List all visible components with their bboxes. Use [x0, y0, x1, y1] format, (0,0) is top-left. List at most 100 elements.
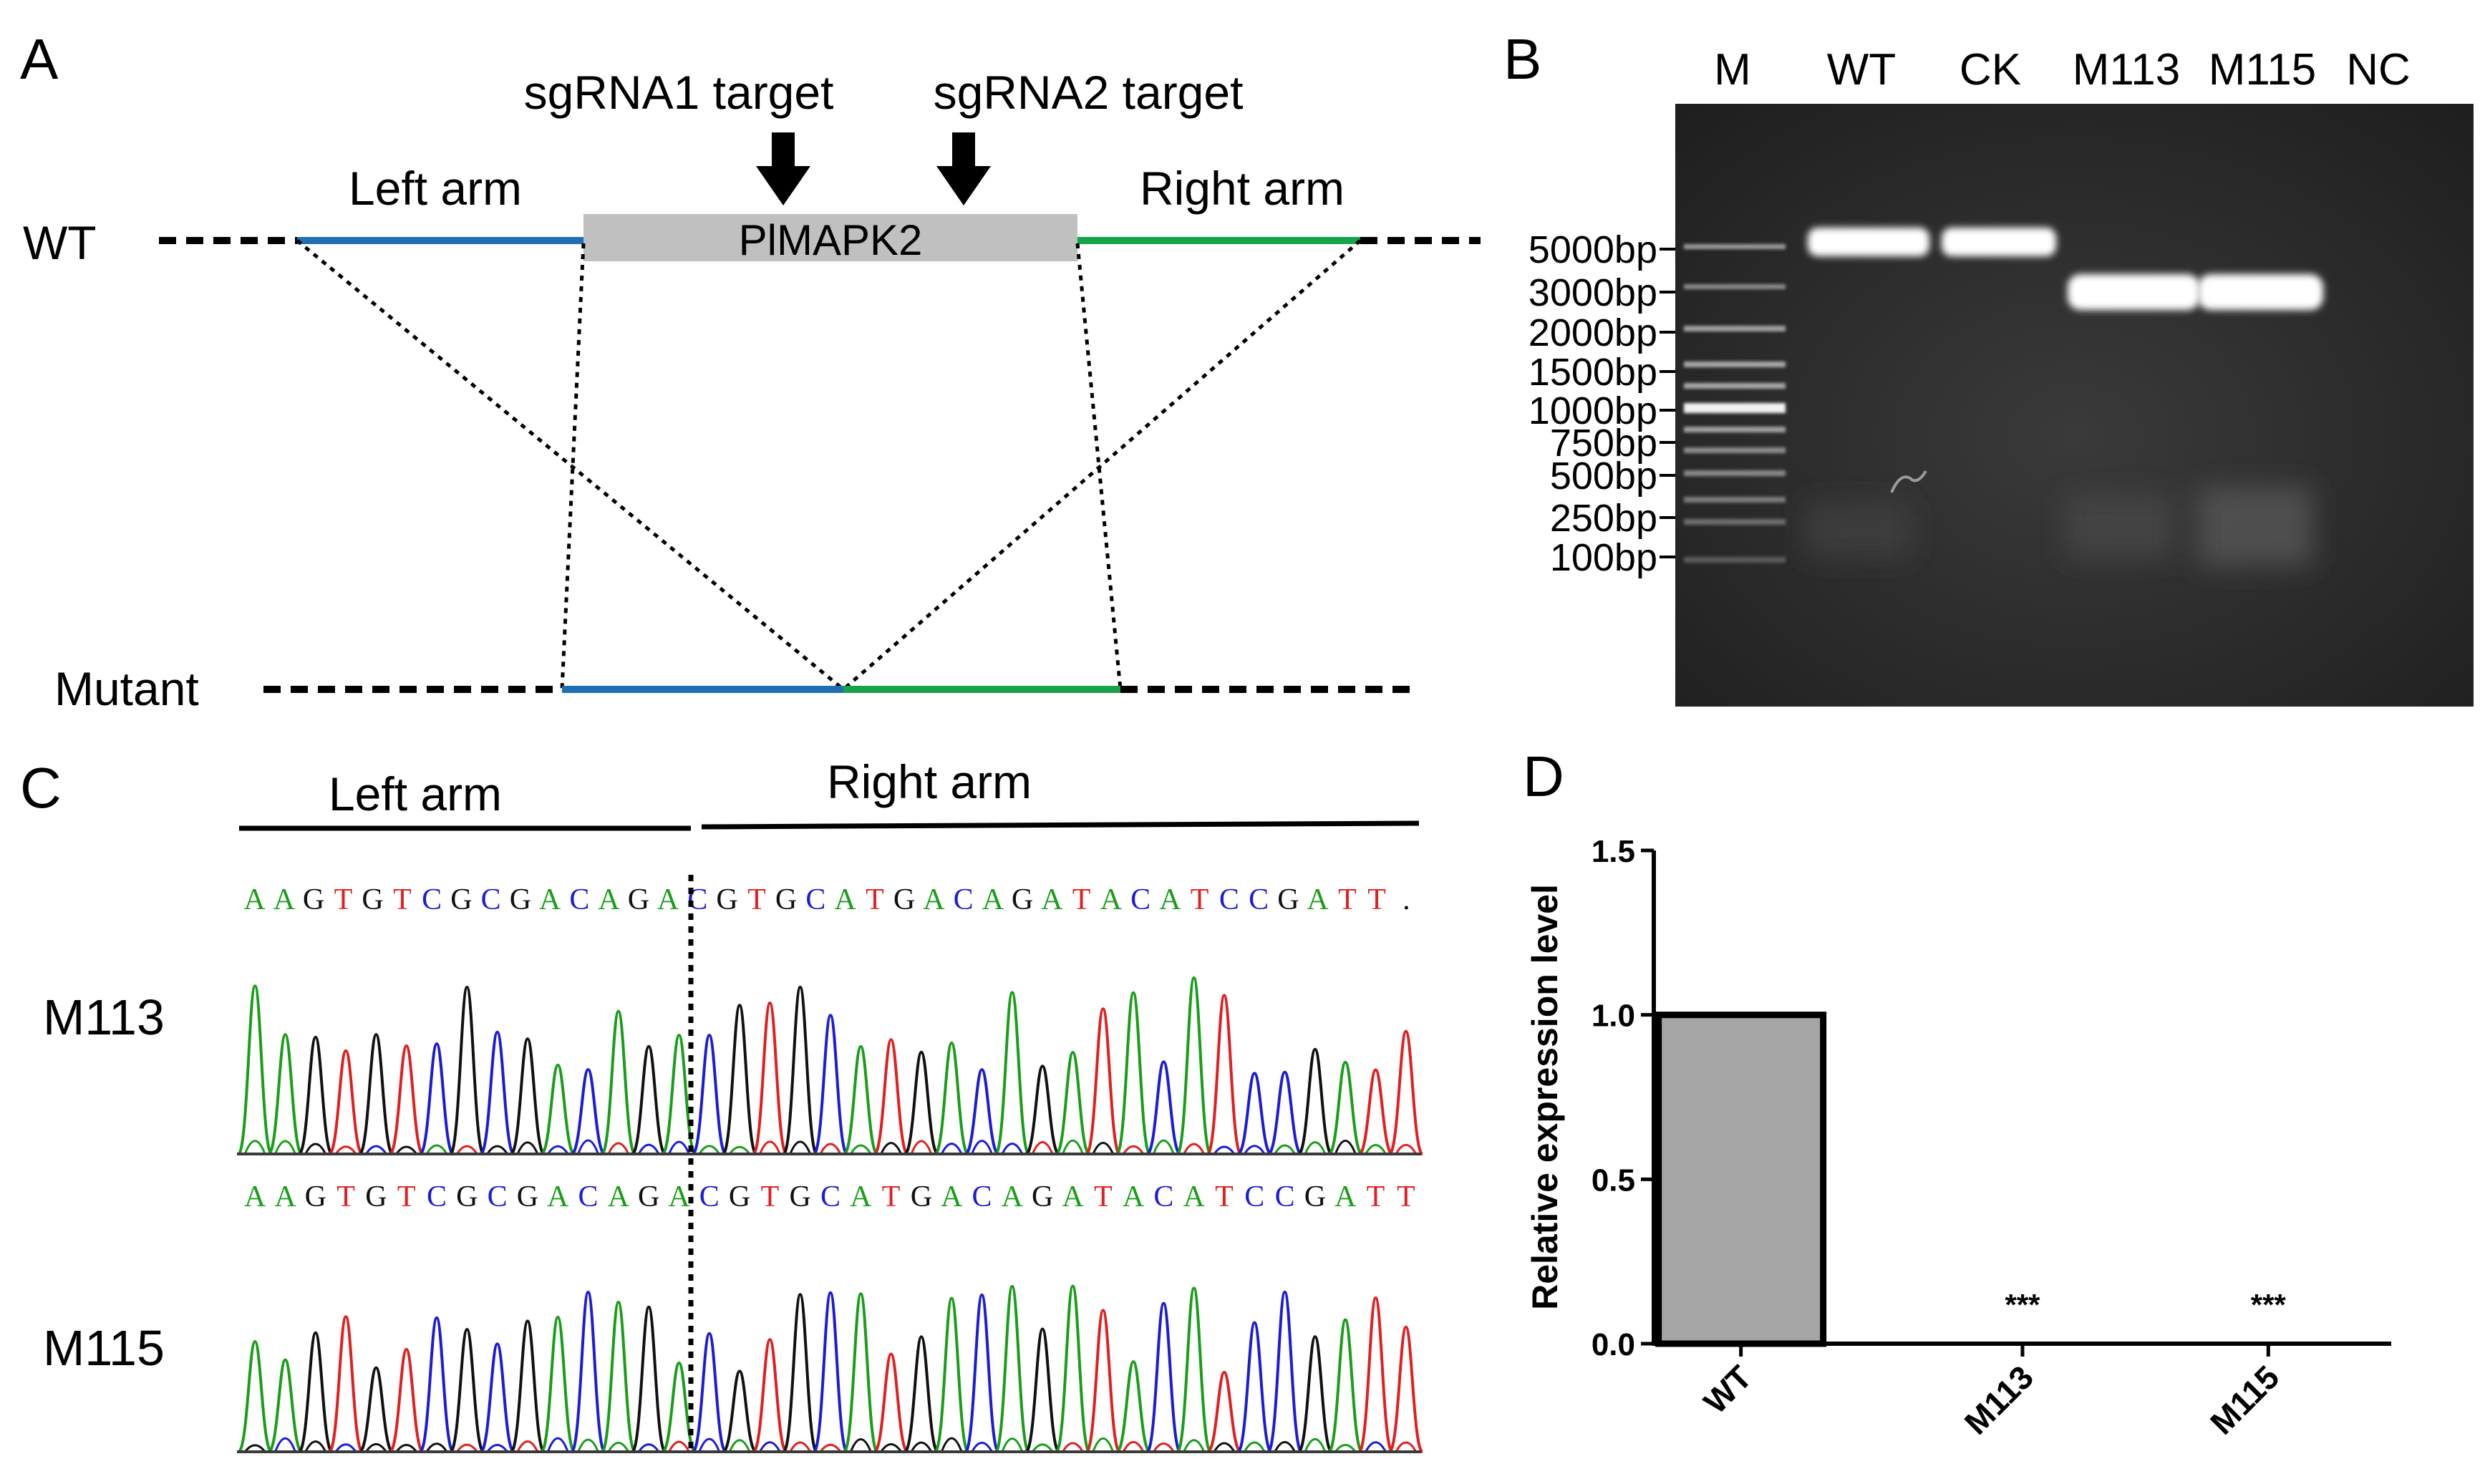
sequence-base: C [481, 883, 501, 916]
panel-a: A WT PlMAPK2 Left arm Right arm sgRNA1 t… [20, 27, 1481, 715]
bar-wt [1655, 1012, 1827, 1347]
trace-peak [1327, 1060, 1364, 1155]
sequence-base: A [923, 883, 945, 916]
y-tick-label: 1.5 [1592, 834, 1635, 869]
mutant-label: Mutant [54, 662, 199, 715]
trace-noise [546, 1437, 569, 1453]
trace-noise [910, 1140, 933, 1155]
trace-peak [570, 1290, 606, 1453]
trace-peak [1206, 1370, 1242, 1453]
y-tick-label: 0.0 [1592, 1327, 1635, 1362]
sequence-base: C [1244, 1180, 1264, 1213]
sequence-base: G [729, 1180, 750, 1213]
recombination-lines [296, 239, 1362, 691]
trace-noise [365, 1145, 387, 1155]
ladder-label: 1000bp [1529, 389, 1657, 432]
trace-noise [1092, 1142, 1115, 1155]
sequence-base: C [422, 883, 442, 916]
chromatogram-m113 [236, 976, 1425, 1155]
trace-peak [630, 1044, 667, 1155]
trace-peak [661, 1033, 697, 1155]
sequence-base: C [578, 1180, 598, 1213]
trace-noise [274, 1140, 296, 1155]
trace-noise [1274, 1440, 1296, 1453]
trace-noise [880, 1443, 902, 1453]
sequence-base: A [834, 883, 856, 916]
trace-noise [607, 1441, 630, 1453]
trace-peak [1387, 1029, 1425, 1155]
trace-peak [1115, 1360, 1152, 1453]
ladder-label: 250bp [1550, 497, 1657, 540]
trace-peak [812, 1291, 849, 1453]
trace-peak [1176, 1286, 1212, 1453]
trace-noise [789, 1140, 812, 1155]
trace-noise [456, 1145, 478, 1155]
panel-label-d: D [1523, 745, 1564, 808]
sequence-base: G [450, 883, 472, 916]
lane-label-ck: CK [1959, 45, 2021, 94]
trace-peak [994, 1284, 1031, 1453]
trace-peak [1024, 1327, 1061, 1453]
trace-peak [297, 1035, 334, 1155]
trace-peak [1145, 1301, 1182, 1453]
sequence-base: G [362, 883, 383, 916]
sequence-base: C [1275, 1180, 1295, 1213]
trace-noise [789, 1441, 812, 1453]
trace-noise [668, 1440, 690, 1453]
trace-peak [1327, 1318, 1364, 1453]
trace-peak [630, 1305, 667, 1453]
sample-label-m113: M113 [43, 989, 165, 1045]
trace-noise [425, 1442, 448, 1453]
trace-peak [1145, 1060, 1182, 1155]
trace-noise [395, 1443, 417, 1453]
trace-peak [691, 1332, 727, 1453]
trace-noise [1031, 1141, 1054, 1155]
sequence-base: G [775, 883, 797, 916]
trace-noise [1365, 1441, 1387, 1453]
sequence-base: T [336, 1180, 355, 1213]
trace-peak [873, 1352, 909, 1453]
sequence-base: G [1032, 1180, 1053, 1213]
trace-noise [274, 1437, 296, 1453]
trace-noise [728, 1439, 751, 1453]
sequence-base: C [954, 883, 974, 916]
trace-noise [698, 1145, 720, 1155]
ladder-mark: 100bp [1550, 536, 1675, 579]
trace-noise [1092, 1437, 1115, 1453]
sequence-base: G [517, 1180, 538, 1213]
wt-label: WT [23, 216, 97, 269]
ladder-label: 100bp [1550, 536, 1657, 579]
band-m115 [2198, 274, 2323, 310]
trace-peak [449, 985, 485, 1155]
trace-peak [388, 1347, 425, 1453]
trace-noise [425, 1144, 448, 1155]
trace-noise [577, 1438, 599, 1453]
seq-right-arm-label: Right arm [827, 755, 1032, 808]
trace-noise [1213, 1442, 1236, 1453]
ladder-labels: 5000bp 3000bp 2000bp 1500bp 1000bp 750bp… [1529, 228, 1675, 579]
sequence-base: G [1012, 883, 1033, 916]
sequence-base: G [1277, 883, 1299, 916]
seq-right-arm-bar [701, 820, 1420, 830]
trace-peak [1236, 1072, 1272, 1155]
trace-peak [236, 984, 273, 1155]
sgrna1-arrow-icon [756, 132, 810, 205]
trace-peak [509, 1037, 546, 1155]
trace-peak [843, 1044, 879, 1155]
sequence-base: A [1062, 1180, 1084, 1213]
sequence-base: A [941, 1180, 963, 1213]
sequence-base: T [334, 883, 353, 916]
sequence-base: T [1397, 1180, 1415, 1213]
trace-noise [819, 1443, 842, 1453]
trace-peak [267, 1358, 304, 1453]
lane-label-nc: NC [2346, 45, 2411, 94]
trace-noise [971, 1441, 993, 1453]
sequence-base: G [305, 1180, 326, 1213]
trace-peak [873, 1038, 909, 1155]
trace-peak [358, 1366, 394, 1453]
trace-noise [1001, 1143, 1024, 1155]
trace-peak [570, 1067, 606, 1155]
sequence-base: A [1159, 883, 1181, 916]
trace-peak [267, 1033, 304, 1155]
trace-peak [418, 1042, 455, 1155]
